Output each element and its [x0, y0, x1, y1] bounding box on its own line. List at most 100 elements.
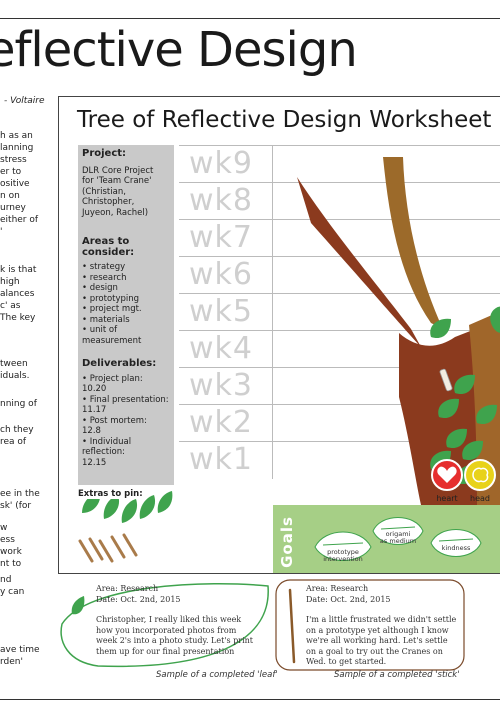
page-title: eflective Design: [0, 22, 358, 78]
sample-leaf-body: Christopher, I really liked this week ho…: [96, 615, 254, 656]
sample-leaf-date: Date: Oct. 2nd, 2015: [96, 594, 181, 604]
area-item: • materials: [82, 314, 130, 325]
left-paragraph-line: tween: [0, 359, 28, 369]
left-paragraph-line: alances: [0, 289, 35, 299]
left-paragraph-line: nning of: [0, 399, 37, 409]
quote-author: - Voltaire: [4, 96, 45, 106]
left-paragraph-line: h as an: [0, 131, 33, 141]
left-paragraph-line: ': [0, 227, 3, 237]
left-paragraph: tween iduals.: [0, 358, 56, 382]
badge-heart[interactable]: [431, 459, 463, 491]
badge-head[interactable]: [464, 459, 496, 491]
extras-stick-icon[interactable]: [78, 533, 138, 563]
extras-label: Extras to pin:: [78, 489, 147, 499]
area-item: • design: [82, 283, 118, 293]
deliverable-item: • Post mortem: 12.8: [82, 415, 147, 437]
week-row: wk6: [179, 256, 500, 294]
samples-section: Area: Research Date: Oct. 2nd, 2015 Chri…: [58, 578, 500, 688]
left-paragraph-line: nt to: [0, 559, 22, 569]
sample-stick-card: Area: Research Date: Oct. 2nd, 2015 I'm …: [306, 584, 460, 668]
left-paragraph-line: rden': [0, 657, 23, 667]
bottom-rule: [0, 699, 500, 700]
left-paragraph-line: ee in the: [0, 489, 40, 499]
week-label: wk6: [179, 257, 273, 294]
left-paragraph-line: either of: [0, 215, 39, 225]
week-label: wk2: [179, 405, 273, 442]
sample-stick-area: Area: Research: [306, 584, 369, 593]
week-row: wk9: [179, 145, 500, 183]
stick-icon[interactable]: [439, 368, 453, 392]
left-paragraph-line: ch they: [0, 425, 34, 435]
deliverable-item: • Project plan: 10.20: [82, 373, 143, 395]
area-item: • research: [82, 272, 127, 283]
left-paragraph-line: ess: [0, 535, 15, 545]
goal-leaf-shapes: [314, 517, 482, 561]
left-paragraph-line: w: [0, 523, 8, 533]
project-text: DLR Core Project for 'Team Crane' (Chris…: [82, 165, 154, 218]
brain-icon: [472, 467, 489, 483]
sample-stick-caption: Sample of a completed 'stick': [334, 670, 460, 680]
left-paragraph: h as an lanning stress er to ositive n on urne…: [0, 130, 56, 238]
deliverables-heading: Deliverables:: [82, 358, 157, 369]
deliverable-item: • Final presentation: 11.17: [82, 394, 169, 416]
worksheet: Tree of Reflective Design Worksheet Proj…: [58, 96, 500, 574]
left-paragraph: nning of: [0, 398, 56, 410]
sample-leaf-area: Area: Research: [96, 584, 159, 593]
left-paragraph-line: k is that: [0, 265, 37, 275]
deliverables-block: Deliverables: • Project plan: 10.20• Fin…: [82, 358, 172, 469]
left-paragraph-line: y can: [0, 587, 25, 597]
tree-branch: [297, 157, 443, 347]
left-paragraph-line: sk' (for: [0, 501, 32, 511]
left-paragraph-line: high: [0, 277, 20, 287]
week-row: wk2: [179, 404, 500, 442]
goal-prototype-intervention[interactable]: prototype intervention: [323, 548, 363, 563]
week-row: wk1: [179, 441, 500, 479]
week-row: wk4: [179, 330, 500, 368]
badge-heart-label: heart: [436, 494, 457, 503]
project-block: Project: DLR Core Project for 'Team Cran…: [82, 148, 172, 218]
left-paragraph-line: er to: [0, 167, 22, 177]
left-paragraph-line: work: [0, 547, 22, 557]
left-paragraph-line: The key: [0, 313, 36, 323]
week-row: wk3: [179, 367, 500, 405]
extras-box: [78, 485, 174, 573]
area-item: • unit of measurement: [82, 325, 142, 346]
week-label: wk4: [179, 331, 273, 368]
left-paragraph-line: ositive: [0, 179, 30, 189]
week-label: wk5: [179, 294, 273, 331]
goal-kindness[interactable]: kindness: [441, 544, 471, 552]
goals-panel: Goals prototype intervention origami as …: [273, 505, 500, 573]
left-paragraph: k is that high alances c' as The key: [0, 264, 56, 324]
worksheet-title: Tree of Reflective Design Worksheet: [77, 107, 492, 133]
deliverables-list: • Project plan: 10.20• Final presentatio…: [82, 374, 172, 469]
sample-shapes: [60, 579, 465, 671]
week-label: wk1: [179, 442, 273, 479]
week-row: wk5: [179, 293, 500, 331]
areas-list: • strategy• research• design• prototypin…: [82, 262, 172, 346]
left-paragraph-line: iduals.: [0, 371, 30, 381]
week-label: wk8: [179, 183, 273, 220]
left-paragraph-line: stress: [0, 155, 27, 165]
areas-block: Areas to consider: • strategy• research•…: [82, 236, 172, 346]
left-paragraph-line: n on: [0, 191, 20, 201]
goal-origami-as-medium[interactable]: origami as medium: [379, 530, 417, 545]
area-item: • project mgt.: [82, 304, 142, 314]
tree-illustration: heart head: [297, 157, 500, 505]
left-paragraph-line: ave time: [0, 645, 40, 655]
week-row: wk7: [179, 219, 500, 257]
heart-icon: [437, 466, 457, 483]
left-paragraph-line: lanning: [0, 143, 34, 153]
week-label: wk9: [179, 146, 273, 183]
badge-head-label: head: [470, 494, 490, 503]
area-item: • prototyping: [82, 293, 140, 304]
week-label: wk7: [179, 220, 273, 257]
sample-leaf-caption: Sample of a completed 'leaf': [156, 670, 278, 680]
week-row: wk8: [179, 182, 500, 220]
sample-stick-icon: [288, 588, 296, 664]
project-heading: Project:: [82, 148, 127, 159]
left-paragraph-line: urney: [0, 203, 26, 213]
left-paragraph: w ess work nt to: [0, 522, 56, 570]
left-paragraph-line: c' as: [0, 301, 21, 311]
